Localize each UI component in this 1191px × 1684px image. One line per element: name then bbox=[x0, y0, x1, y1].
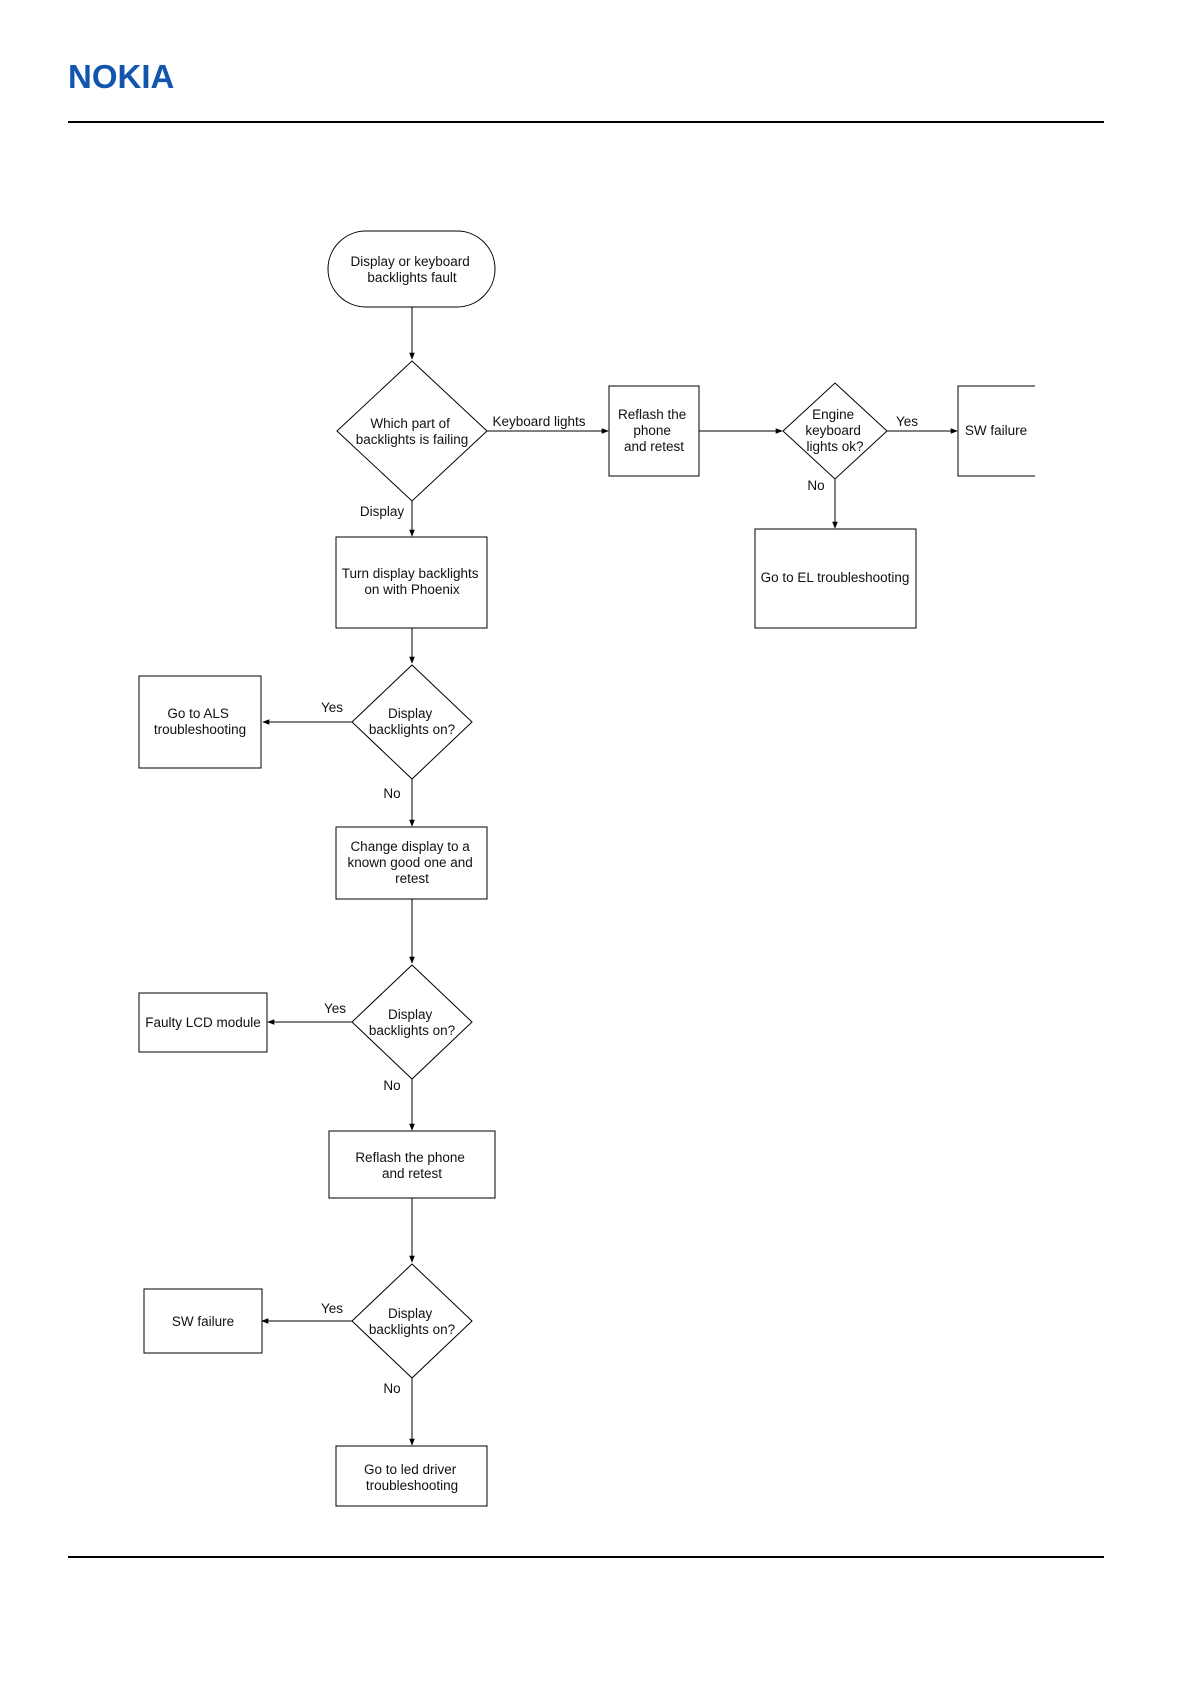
reflash-retest-box-2 bbox=[328, 1130, 496, 1199]
labels: Display or keyboard backlights fault Whi… bbox=[145, 254, 1027, 1493]
yes-engine-label: Yes bbox=[896, 414, 918, 429]
go-led-text: Go to led driver troubleshooting bbox=[364, 1462, 460, 1493]
go-el-text: Go to EL troubleshooting bbox=[761, 570, 910, 585]
faulty-lcd-text: Faulty LCD module bbox=[145, 1015, 261, 1030]
decision-display-1-text: Display backlights on? bbox=[369, 706, 455, 737]
yes-3-label: Yes bbox=[321, 1301, 343, 1316]
no-engine-label: No bbox=[807, 478, 824, 493]
reflash-retest-2-text: Reflash the phone and retest bbox=[355, 1150, 468, 1181]
turn-display-box bbox=[335, 536, 488, 629]
decision-display-1 bbox=[351, 664, 473, 780]
sw-failure-bottom-box bbox=[143, 1288, 263, 1354]
sw-failure-bottom-text: SW failure bbox=[172, 1314, 234, 1329]
go-als-text: Go to ALS troubleshooting bbox=[154, 706, 246, 737]
sw-failure-top-text: SW failure bbox=[965, 423, 1027, 438]
decision-engine-keyboard bbox=[782, 382, 888, 480]
decision-which-part-text: Which part of backlights is failing bbox=[356, 416, 469, 447]
header-rule bbox=[68, 121, 1104, 123]
no-2-label: No bbox=[383, 1078, 400, 1093]
start-terminal bbox=[327, 230, 496, 308]
change-display-text: Change display to a known good one and r… bbox=[347, 839, 476, 886]
faulty-lcd-box bbox=[138, 992, 268, 1053]
footer-rule bbox=[68, 1556, 1104, 1558]
yes-1-label: Yes bbox=[321, 700, 343, 715]
decision-display-2 bbox=[351, 964, 473, 1080]
go-el-box bbox=[754, 528, 917, 629]
display-label: Display bbox=[360, 504, 405, 519]
sw-failure-top-box bbox=[957, 385, 1035, 477]
decision-engine-text: Engine keyboard lights ok? bbox=[805, 407, 864, 454]
decision-which-part bbox=[336, 360, 488, 502]
connectors bbox=[261, 307, 958, 1446]
go-als-box bbox=[138, 675, 262, 769]
no-3-label: No bbox=[383, 1381, 400, 1396]
turn-display-text: Turn display backlights on with Phoenix bbox=[342, 566, 483, 597]
reflash-retest-1-text: Reflash the phone and retest bbox=[618, 407, 690, 454]
start-terminal-text: Display or keyboard backlights fault bbox=[350, 254, 473, 285]
reflash-retest-box-1 bbox=[608, 385, 700, 477]
keyboard-lights-label: Keyboard lights bbox=[492, 414, 585, 429]
nokia-logo: NOKIA bbox=[68, 58, 175, 95]
yes-2-label: Yes bbox=[324, 1001, 346, 1016]
decision-display-3-text: Display backlights on? bbox=[369, 1306, 455, 1337]
no-1-label: No bbox=[383, 786, 400, 801]
change-display-box bbox=[335, 826, 488, 900]
shapes bbox=[138, 230, 1035, 1507]
decision-display-2-text: Display backlights on? bbox=[369, 1007, 455, 1038]
go-led-box bbox=[335, 1445, 488, 1507]
decision-display-3 bbox=[351, 1263, 473, 1379]
